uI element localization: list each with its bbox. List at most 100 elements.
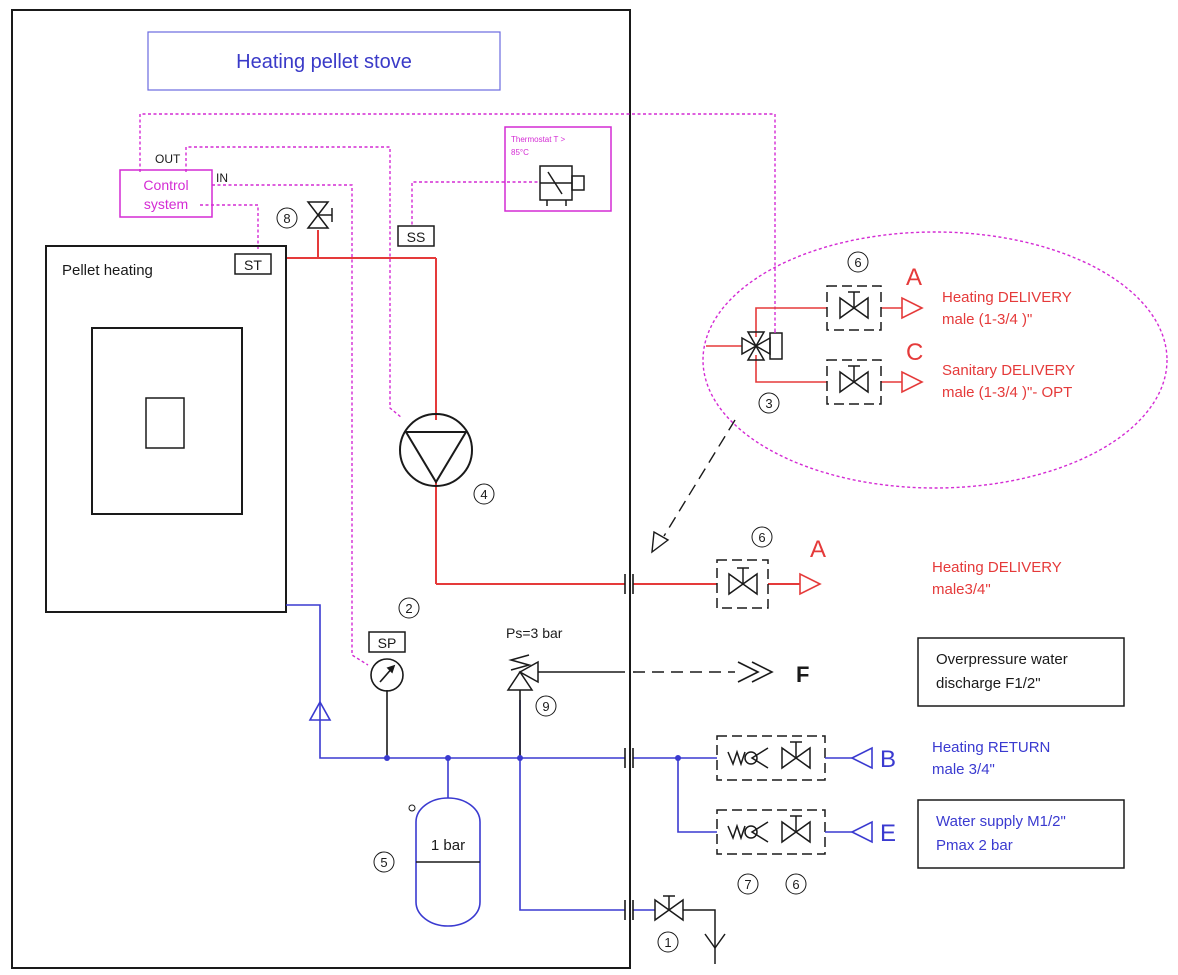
outlet-e-check-valve-icon xyxy=(727,821,769,843)
outlet-b-valve-box xyxy=(716,735,826,781)
outlet-a-main-line2: male3/4" xyxy=(932,581,991,598)
wire-to-thermostat xyxy=(411,181,540,230)
callout-5-number: 5 xyxy=(380,855,387,870)
detail-c-connector-icon xyxy=(901,370,924,394)
callout-6-top xyxy=(847,251,869,273)
detail-a-valve-box xyxy=(826,285,882,331)
wall-unions xyxy=(624,574,634,920)
drain-valve-icon xyxy=(654,895,726,964)
outlet-a-connector-icon xyxy=(799,572,822,596)
outlet-c-line2: male (1-3/4 )"- OPT xyxy=(942,384,1072,401)
stove-enclosure xyxy=(11,9,631,969)
wire-to-st xyxy=(200,204,259,250)
outlet-c-line1: Sanitary DELIVERY xyxy=(942,362,1075,379)
outlet-f-line2: discharge F1/2" xyxy=(936,675,1041,692)
outlet-e-line1: Water supply M1/2" xyxy=(936,813,1066,830)
callout-7-number: 7 xyxy=(744,877,751,892)
outlet-e-connector-icon xyxy=(850,820,873,844)
outlet-a-top-line2: male (1-3/4 )" xyxy=(942,311,1032,328)
st-sensor-label: ST xyxy=(244,257,262,273)
outlet-b-line1: Heating RETURN xyxy=(932,739,1050,756)
outlet-f-description-box xyxy=(917,637,1125,707)
callout-2 xyxy=(398,597,420,619)
st-sensor-box xyxy=(234,253,272,275)
wire-out-to-pump xyxy=(185,146,403,419)
outlet-b-check-valve-icon xyxy=(727,747,769,769)
outlet-e-description-box xyxy=(917,799,1125,869)
callout-6-top-number: 6 xyxy=(854,255,861,270)
detail-ellipse xyxy=(702,231,1168,489)
callout-1 xyxy=(657,931,679,953)
safety-valve-icon xyxy=(506,654,539,691)
boiler-firebox xyxy=(91,327,243,515)
callout-7 xyxy=(737,873,759,895)
outlet-a-main-line1: Heating DELIVERY xyxy=(932,559,1062,576)
outlet-e-shutoff-valve-icon xyxy=(781,815,811,844)
thermostat-box xyxy=(504,126,612,212)
control-system-box xyxy=(119,169,213,218)
ss-sensor-box xyxy=(397,225,435,247)
title-box xyxy=(147,31,501,91)
control-system-label-2: system xyxy=(144,196,188,212)
outlet-b-connector-icon xyxy=(850,746,873,770)
callout-6-main xyxy=(751,526,773,548)
delivery-piping xyxy=(286,230,800,585)
air-vent-valve-icon xyxy=(306,201,333,229)
wire-in-to-sp xyxy=(212,184,369,666)
wire-to-valve-3 xyxy=(139,113,776,330)
callout-9 xyxy=(535,695,557,717)
thermostat-label-2: 85°C xyxy=(511,148,529,157)
outlet-a-top-line1: Heating DELIVERY xyxy=(942,289,1072,306)
tank-valve-icon xyxy=(408,804,416,812)
callout-4-number: 4 xyxy=(480,487,487,502)
detail-pointer-arrow-icon xyxy=(651,530,670,554)
junction-dots xyxy=(384,755,681,761)
detail-piping xyxy=(706,307,902,383)
thermostat-symbol-icon xyxy=(539,165,585,206)
callout-6-bottom xyxy=(785,873,807,895)
outlet-a-top-letter: A xyxy=(906,264,922,291)
three-way-valve-icon xyxy=(741,331,783,361)
control-system-label-1: Control xyxy=(143,177,188,193)
control-out-label: OUT xyxy=(155,152,181,166)
safety-valve-pressure-label: Ps=3 bar xyxy=(506,625,563,641)
control-wiring xyxy=(139,113,776,666)
outlet-e-letter: E xyxy=(880,820,896,847)
sp-sensor-box xyxy=(368,631,406,653)
pressure-gauge-icon xyxy=(370,658,404,692)
callout-5 xyxy=(373,851,395,873)
outlet-a-valve-box xyxy=(716,559,769,609)
control-in-label: IN xyxy=(216,171,228,185)
callout-6-main-number: 6 xyxy=(758,530,765,545)
callout-8 xyxy=(276,207,298,229)
outlet-b-shutoff-valve-icon xyxy=(781,741,811,770)
outlet-f-line1: Overpressure water xyxy=(936,651,1068,668)
thermostat-label-1: Thermostat T > xyxy=(511,135,566,144)
callout-2-number: 2 xyxy=(405,601,412,616)
outlet-b-line2: male 3/4" xyxy=(932,761,995,778)
expansion-tank xyxy=(415,797,481,927)
callout-3 xyxy=(758,392,780,414)
callout-3-number: 3 xyxy=(765,396,772,411)
pellet-heating-label: Pellet heating xyxy=(62,262,153,279)
outlet-c-letter: C xyxy=(906,339,923,366)
outlet-e-line2: Pmax 2 bar xyxy=(936,837,1013,854)
outlet-e-valve-box xyxy=(716,809,826,855)
discharge-arrow-icon xyxy=(737,661,774,683)
flow-direction-arrow-icon xyxy=(308,700,332,721)
callout-9-number: 9 xyxy=(542,699,549,714)
detail-a-connector-icon xyxy=(901,296,924,320)
boiler-window xyxy=(145,397,185,449)
detail-pointer-line xyxy=(663,419,736,537)
pellet-heating-boiler xyxy=(45,245,287,613)
callout-6-bottom-number: 6 xyxy=(792,877,799,892)
return-piping xyxy=(286,604,717,911)
ss-sensor-label: SS xyxy=(407,229,426,245)
outlet-b-letter: B xyxy=(880,746,896,773)
outlet-f-letter: F xyxy=(796,662,809,687)
circulation-pump-icon xyxy=(399,413,473,487)
detail-c-shutoff-valve-icon xyxy=(839,365,869,394)
callout-1-number: 1 xyxy=(664,935,671,950)
detail-a-shutoff-valve-icon xyxy=(839,291,869,320)
